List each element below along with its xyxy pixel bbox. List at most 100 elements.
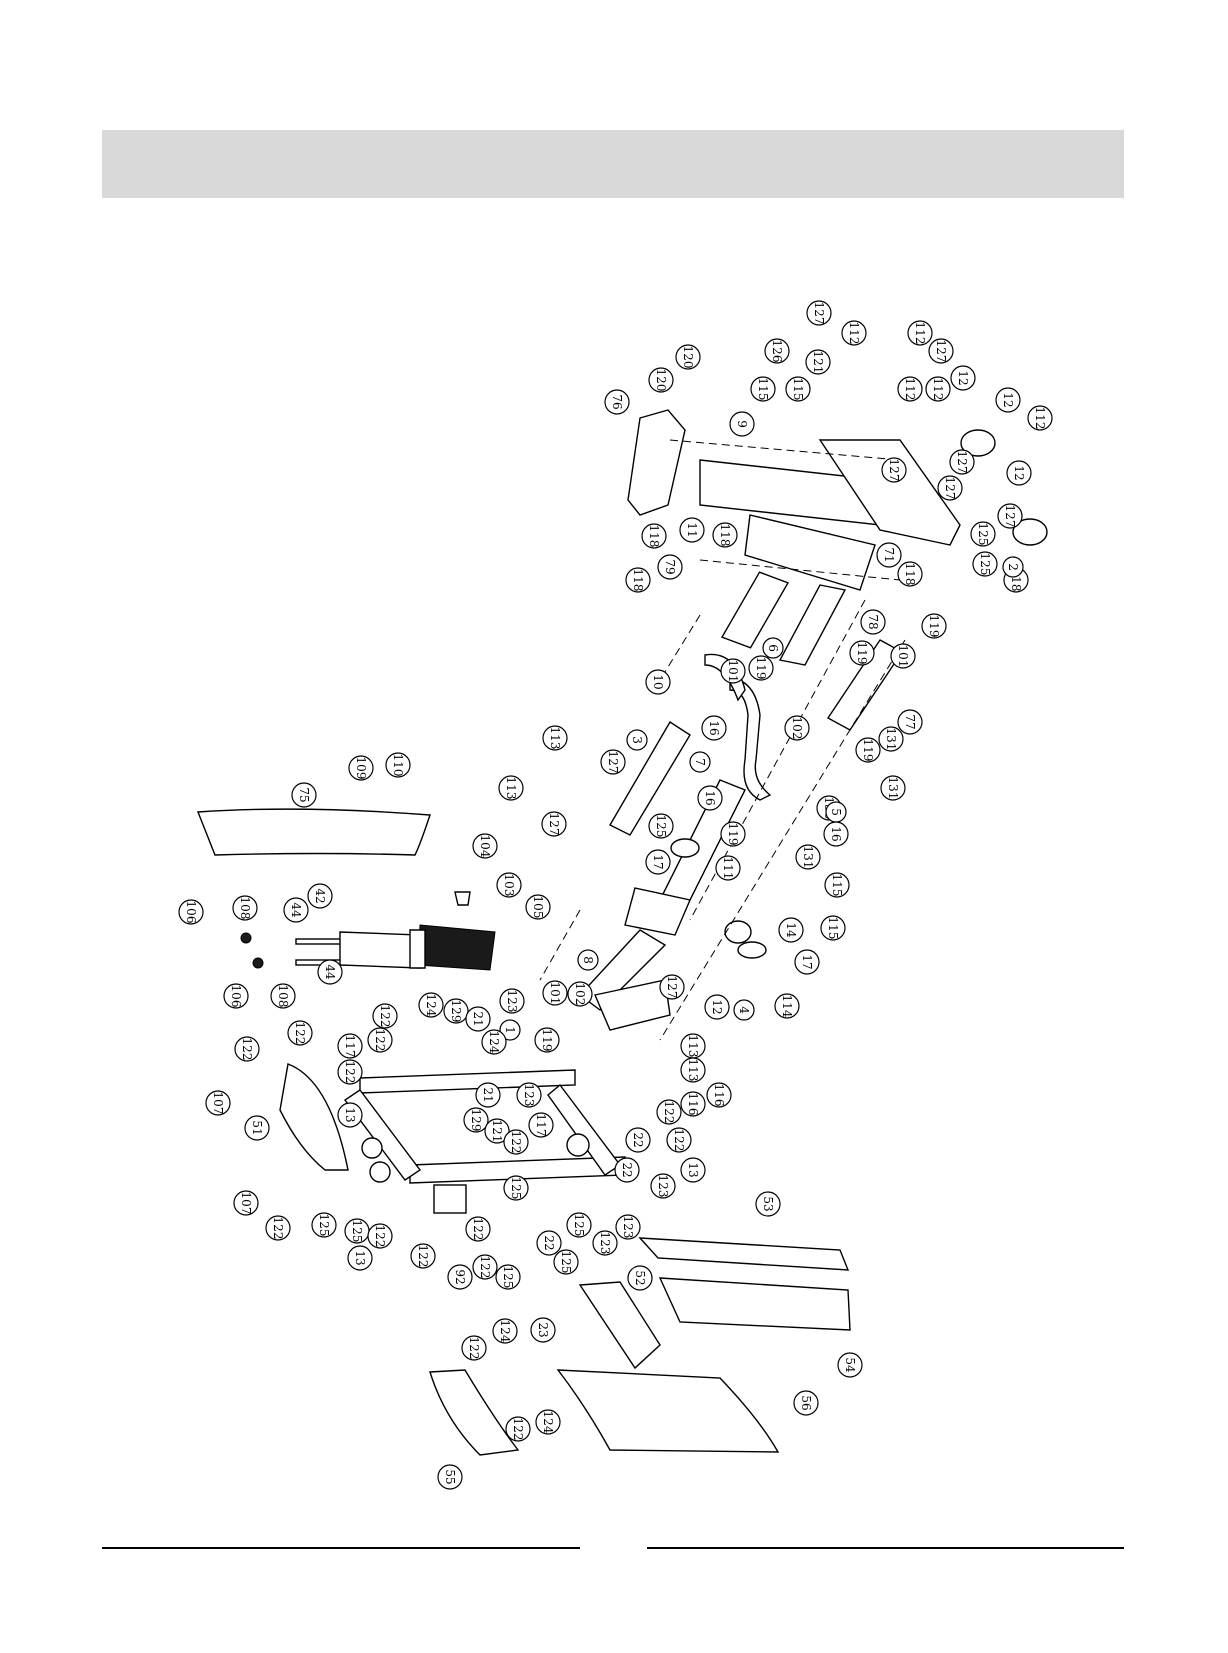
part-number: 21 xyxy=(481,1087,495,1102)
part-number: 113 xyxy=(686,1059,700,1082)
part-number: 119 xyxy=(754,657,768,680)
callout: 119 xyxy=(855,737,881,763)
part-number: 56 xyxy=(799,1395,813,1410)
part-number: 127 xyxy=(606,751,620,774)
callout: 119 xyxy=(720,821,746,847)
callout: 120 xyxy=(648,367,674,393)
part-number: 123 xyxy=(656,1175,670,1198)
callout: 118 xyxy=(897,561,923,587)
callout: 12 xyxy=(995,387,1021,413)
callout: 118 xyxy=(625,567,651,593)
end-cap-upper xyxy=(670,838,700,858)
callout: 122 xyxy=(367,1027,393,1053)
part-number: 114 xyxy=(780,995,794,1018)
part-number: 122 xyxy=(471,1218,485,1241)
cover-55 xyxy=(429,1369,520,1456)
cover-52 xyxy=(578,1281,661,1370)
part-number: 2 xyxy=(1006,563,1020,571)
part-number: 7 xyxy=(693,758,707,766)
callout: 101 xyxy=(542,980,568,1006)
part-number: 118 xyxy=(631,569,645,592)
callout: 122 xyxy=(367,1223,393,1249)
callout: 44 xyxy=(317,959,343,985)
callout: 125 xyxy=(648,813,674,839)
callout: 22 xyxy=(614,1157,640,1183)
part-number: 122 xyxy=(672,1129,686,1152)
header-band xyxy=(102,130,1124,198)
part-number: 131 xyxy=(886,777,900,800)
part-number: 44 xyxy=(323,964,337,980)
part-number: 108 xyxy=(276,985,290,1008)
part-number: 71 xyxy=(882,547,896,562)
callout: 16 xyxy=(823,821,849,847)
callout: 8 xyxy=(577,949,599,971)
foot-disc-bottom xyxy=(1012,518,1048,546)
callout: 17 xyxy=(794,949,820,975)
callout: 123 xyxy=(615,1214,641,1240)
part-number: 22 xyxy=(542,1235,556,1250)
callout: 23 xyxy=(530,1317,556,1343)
part-number: 101 xyxy=(726,660,740,683)
callout: 12 xyxy=(1006,460,1032,486)
part-number: 118 xyxy=(647,525,661,548)
callout: 16 xyxy=(697,785,723,811)
callout: 122 xyxy=(372,1003,398,1029)
foot-disc-top xyxy=(960,429,996,457)
part-number: 13 xyxy=(686,1162,700,1177)
arm-tube xyxy=(609,721,691,836)
callout: 122 xyxy=(503,1129,529,1155)
part-number: 79 xyxy=(663,559,677,574)
callout: 13 xyxy=(347,1245,373,1271)
part-number: 122 xyxy=(373,1225,387,1248)
callout: 113 xyxy=(542,725,568,751)
part-number: 122 xyxy=(509,1131,523,1154)
callout: 101 xyxy=(720,658,746,684)
part-number: 129 xyxy=(469,1109,483,1132)
callout: 125 xyxy=(311,1212,337,1238)
callout: 77 xyxy=(897,709,923,735)
side-panel-54 xyxy=(658,1277,851,1331)
callout: 114 xyxy=(774,993,800,1019)
selector-pin xyxy=(454,891,471,906)
pin-cable xyxy=(704,653,746,702)
callout: 124 xyxy=(481,1029,507,1055)
part-number: 12 xyxy=(1001,392,1015,407)
part-number: 122 xyxy=(467,1337,481,1360)
callout: 127 xyxy=(881,457,907,483)
callout: 3 xyxy=(626,729,648,751)
part-number: 121 xyxy=(490,1120,504,1143)
callout: 13 xyxy=(337,1102,363,1128)
callout: 127 xyxy=(937,475,963,501)
part-number: 115 xyxy=(791,378,805,401)
part-number: 53 xyxy=(761,1196,775,1211)
callout: 78 xyxy=(860,609,886,635)
callout: 122 xyxy=(287,1020,313,1046)
part-number: 122 xyxy=(343,1061,357,1084)
callouts: 127 112 112 126 121 127 120 120 76 115 1… xyxy=(178,300,1053,1490)
part-number: 127 xyxy=(665,976,679,999)
callout: 103 xyxy=(496,872,522,898)
callout: 117 xyxy=(528,1112,554,1138)
part-number: 55 xyxy=(443,1469,457,1484)
callout: 44 xyxy=(283,897,309,923)
callout: 122 xyxy=(337,1059,363,1085)
part-number: 125 xyxy=(501,1266,515,1289)
bushing-upper xyxy=(240,932,252,944)
callout: 52 xyxy=(627,1265,653,1291)
callout: 7 xyxy=(689,751,711,773)
callout: 121 xyxy=(484,1118,510,1144)
part-number: 123 xyxy=(522,1084,536,1107)
part-number: 5 xyxy=(829,808,843,816)
part-number: 122 xyxy=(478,1256,492,1279)
callout: 10 xyxy=(645,669,671,695)
roller-pad xyxy=(778,584,847,666)
part-number: 106 xyxy=(229,985,243,1008)
callout: 76 xyxy=(604,389,630,415)
wheel-left xyxy=(361,1137,383,1159)
callout: 11 xyxy=(679,517,705,543)
part-number: 124 xyxy=(498,1320,512,1343)
callout: 6 xyxy=(762,637,784,659)
part-number: 131 xyxy=(884,728,898,751)
part-number: 12 xyxy=(1012,465,1026,480)
callout: 108 xyxy=(270,983,296,1009)
